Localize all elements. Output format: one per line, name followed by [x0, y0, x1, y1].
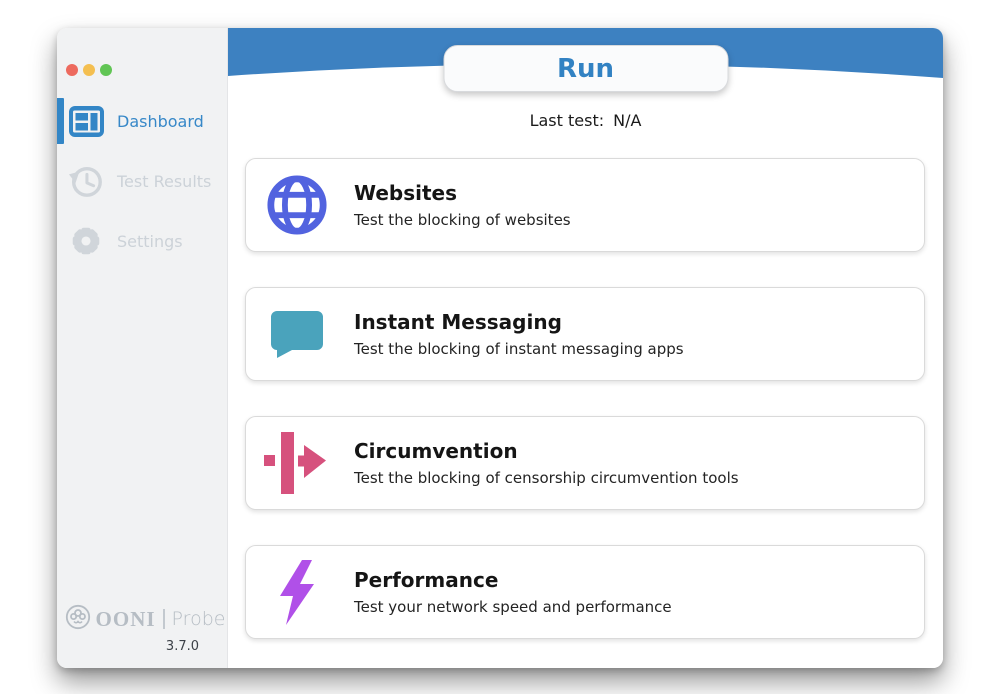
card-websites[interactable]: Websites Test the blocking of websites — [245, 158, 925, 252]
last-test-value: N/A — [613, 111, 642, 130]
dashboard-icon — [68, 105, 104, 137]
card-subtitle: Test your network speed and performance — [354, 598, 672, 616]
sidebar-item-label: Settings — [117, 231, 183, 251]
card-subtitle: Test the blocking of instant messaging a… — [354, 340, 684, 358]
product-wordmark: Probe — [171, 608, 226, 630]
card-text: Performance Test your network speed and … — [354, 568, 672, 616]
zoom-window-button[interactable] — [100, 64, 112, 76]
card-performance[interactable]: Performance Test your network speed and … — [245, 545, 925, 639]
sidebar-item-label: Test Results — [117, 171, 212, 191]
history-icon — [68, 162, 104, 200]
globe-icon — [264, 172, 330, 238]
window-controls — [66, 64, 112, 76]
sidebar-item-dashboard[interactable]: Dashboard — [57, 96, 227, 146]
circumvention-arrow-icon — [264, 430, 330, 496]
chat-bubble-icon — [264, 301, 330, 367]
lightning-bolt-icon — [264, 559, 330, 625]
sidebar-item-label: Dashboard — [117, 111, 204, 131]
ooni-probe-logo: OONI Probe — [57, 604, 227, 634]
sidebar-item-test-results[interactable]: Test Results — [57, 156, 227, 206]
card-title: Instant Messaging — [354, 310, 562, 334]
card-title: Circumvention — [354, 439, 518, 463]
sidebar-footer: OONI Probe 3.7.0 — [57, 604, 227, 654]
card-subtitle: Test the blocking of censorship circumve… — [354, 469, 739, 487]
card-instant-messaging[interactable]: Instant Messaging Test the blocking of i… — [245, 287, 925, 381]
active-indicator-bar — [57, 98, 64, 144]
card-text: Instant Messaging Test the blocking of i… — [354, 310, 684, 358]
card-title: Performance — [354, 568, 499, 592]
app-version: 3.7.0 — [165, 639, 199, 654]
close-window-button[interactable] — [66, 64, 78, 76]
last-test-label: Last test: — [529, 111, 605, 130]
sidebar-nav: Dashboard Test Results — [57, 96, 227, 276]
sidebar: Dashboard Test Results — [57, 28, 228, 668]
main-content: Run Last test: N/A — [228, 28, 943, 668]
minimize-window-button[interactable] — [83, 64, 95, 76]
brand-wordmark: OONI — [95, 606, 156, 631]
ooni-logo-icon — [65, 604, 91, 634]
test-card-list: Websites Test the blocking of websites I… — [245, 158, 925, 639]
logo-divider — [162, 609, 165, 629]
card-title: Websites — [354, 181, 458, 205]
card-text: Circumvention Test the blocking of censo… — [354, 439, 739, 487]
card-circumvention[interactable]: Circumvention Test the blocking of censo… — [245, 416, 925, 510]
gear-icon — [68, 222, 104, 260]
card-text: Websites Test the blocking of websites — [354, 181, 571, 229]
sidebar-item-settings[interactable]: Settings — [57, 216, 227, 266]
run-button[interactable]: Run — [443, 45, 728, 92]
last-test-status: Last test: N/A — [228, 111, 943, 130]
app-window: Dashboard Test Results — [57, 28, 943, 668]
card-subtitle: Test the blocking of websites — [354, 211, 571, 229]
